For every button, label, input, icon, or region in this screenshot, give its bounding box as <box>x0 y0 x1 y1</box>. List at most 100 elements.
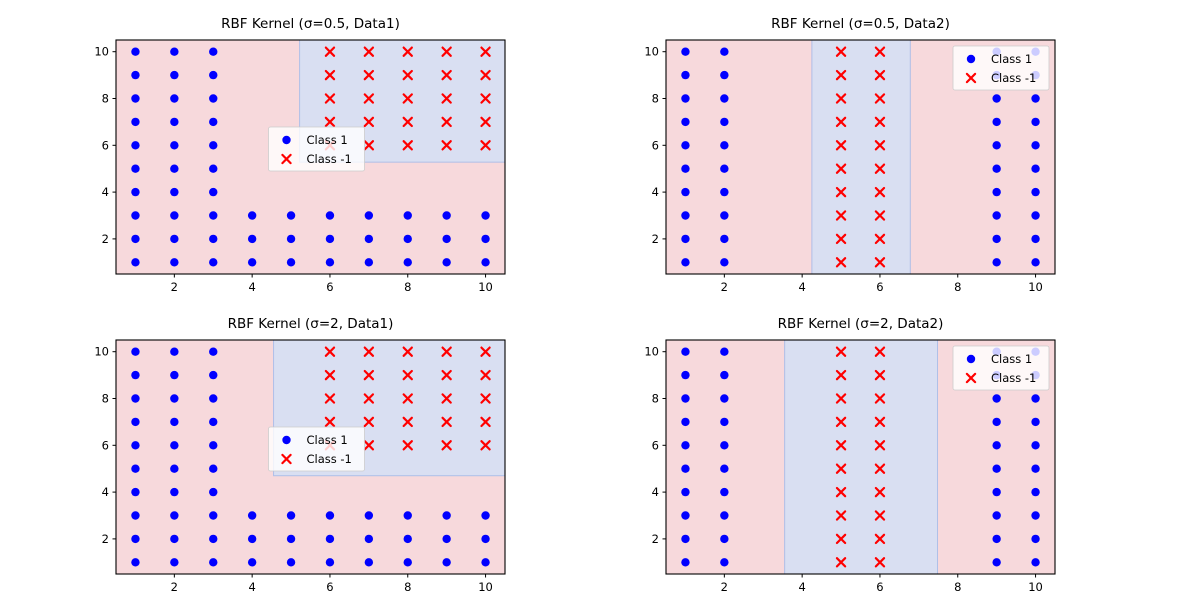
legend-cross-icon <box>281 453 292 465</box>
marker-class1 <box>681 464 690 473</box>
marker-class-minus1 <box>324 346 336 357</box>
marker-class-minus1 <box>402 116 413 128</box>
marker-class1 <box>170 117 179 127</box>
marker-class1 <box>209 258 218 267</box>
legend-label: Class -1 <box>307 152 352 166</box>
marker-class1 <box>720 558 729 567</box>
marker-class-minus1 <box>874 393 886 404</box>
marker-class-minus1 <box>363 369 375 381</box>
marker-class-minus1 <box>402 416 413 428</box>
marker-class-minus1 <box>402 369 413 381</box>
marker-class-minus1 <box>835 257 847 268</box>
marker-class1 <box>720 534 729 544</box>
marker-class-minus1 <box>835 533 847 545</box>
marker-class1 <box>992 187 1001 197</box>
marker-class1 <box>681 164 690 173</box>
marker-class1 <box>170 164 179 173</box>
x-tick-label: 8 <box>954 280 961 294</box>
marker-class-minus1 <box>480 440 491 451</box>
y-tick-label: 4 <box>102 185 109 199</box>
marker-class1 <box>1031 141 1040 150</box>
marker-class-minus1 <box>874 557 886 568</box>
subplot-title: RBF Kernel (σ=2, Data1) <box>228 316 394 332</box>
marker-class1 <box>131 394 140 403</box>
marker-class1 <box>681 70 690 80</box>
marker-class1 <box>209 487 218 497</box>
y-tick-label: 2 <box>102 532 109 546</box>
marker-class1 <box>442 534 451 544</box>
marker-class1 <box>720 211 729 220</box>
marker-class1 <box>131 417 140 427</box>
marker-class1 <box>992 164 1001 173</box>
legend-circle-icon <box>966 54 976 64</box>
marker-class-minus1 <box>363 140 375 151</box>
marker-class1 <box>720 417 729 427</box>
marker-class1 <box>131 258 140 267</box>
marker-class1 <box>992 94 1001 103</box>
marker-class-minus1 <box>835 69 847 81</box>
marker-class1 <box>992 141 1001 150</box>
x-tick-label: 4 <box>798 580 805 594</box>
marker-class-minus1 <box>324 46 336 57</box>
marker-class1 <box>131 511 140 520</box>
marker-class-minus1 <box>835 557 847 568</box>
marker-class-minus1 <box>835 163 847 174</box>
y-tick-label: 8 <box>652 392 659 406</box>
marker-class-minus1 <box>402 69 413 81</box>
marker-class1 <box>247 534 257 544</box>
marker-class-minus1 <box>480 346 491 357</box>
marker-class-minus1 <box>480 393 491 404</box>
marker-class1 <box>681 47 690 56</box>
marker-class1 <box>720 487 729 497</box>
marker-class1 <box>364 258 374 267</box>
marker-class-minus1 <box>480 116 491 128</box>
marker-class1 <box>992 558 1001 567</box>
y-tick-label: 10 <box>94 345 109 359</box>
marker-class1 <box>170 70 179 80</box>
marker-class1 <box>209 464 218 473</box>
marker-class1 <box>325 511 335 520</box>
marker-class-minus1 <box>874 416 886 428</box>
marker-class1 <box>131 141 140 150</box>
marker-class-minus1 <box>874 533 886 545</box>
marker-class1 <box>403 511 412 520</box>
marker-class1 <box>681 370 690 380</box>
marker-class1 <box>325 258 335 267</box>
marker-class-minus1 <box>874 116 886 128</box>
marker-class-minus1 <box>441 346 452 357</box>
marker-class-minus1 <box>835 486 847 498</box>
marker-class1 <box>131 164 140 173</box>
marker-class1 <box>720 234 729 244</box>
axes-frame <box>665 339 1056 575</box>
marker-class-minus1 <box>324 369 336 381</box>
marker-class1 <box>681 347 690 356</box>
marker-class1 <box>131 117 140 127</box>
marker-class-minus1 <box>402 46 413 57</box>
marker-class1 <box>681 534 690 544</box>
marker-class1 <box>247 258 257 267</box>
marker-class-minus1 <box>874 486 886 498</box>
marker-class1 <box>992 394 1001 403</box>
subplot-title: RBF Kernel (σ=0.5, Data2) <box>771 16 950 32</box>
marker-class-minus1 <box>835 210 847 221</box>
marker-class1 <box>720 464 729 473</box>
marker-class1 <box>403 234 412 244</box>
marker-class1 <box>170 347 179 356</box>
marker-class-minus1 <box>441 116 452 128</box>
marker-class1 <box>681 187 690 197</box>
decision-region <box>811 40 911 274</box>
marker-class-minus1 <box>363 93 375 104</box>
marker-class1 <box>1031 558 1040 567</box>
marker-class1 <box>992 417 1001 427</box>
axes-frame <box>665 39 1056 275</box>
y-tick-label: 2 <box>652 232 659 246</box>
marker-class1 <box>681 234 690 244</box>
marker-class1 <box>681 558 690 567</box>
marker-class1 <box>442 234 451 244</box>
x-tick-label: 10 <box>1028 580 1043 594</box>
marker-class1 <box>131 534 140 544</box>
